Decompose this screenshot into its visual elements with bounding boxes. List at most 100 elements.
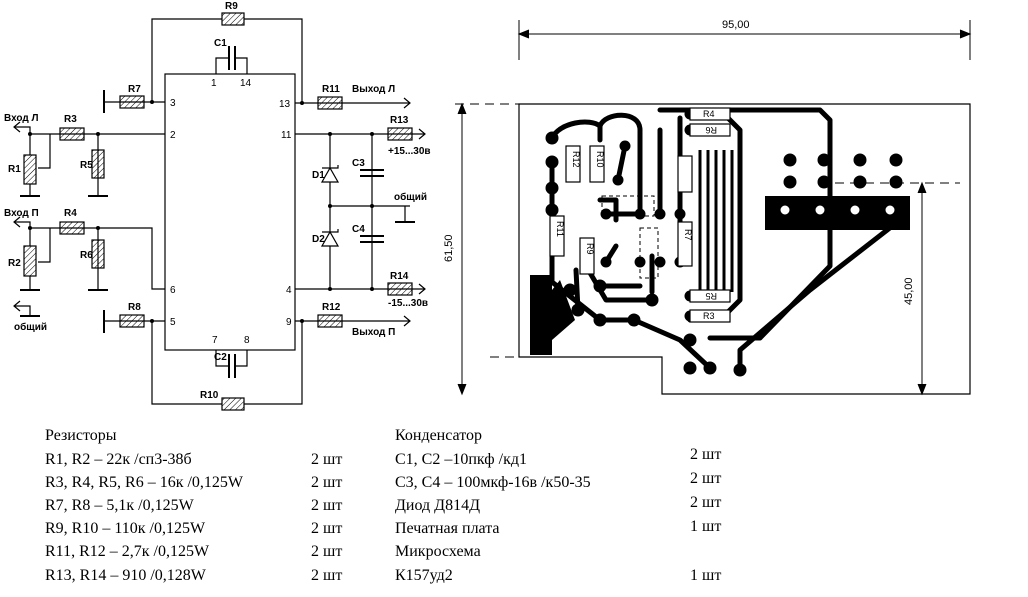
label-r14: R14: [390, 271, 409, 282]
wire-r9-right: [244, 18, 303, 103]
pcb-r3: [689, 309, 731, 323]
ic-body: [164, 73, 296, 351]
r14-body: [387, 282, 413, 296]
bom-oth-qty-1: 2 шт: [690, 446, 722, 463]
bom-oth-item-2: С3, С4 – 100мкф-16в /к50-35: [395, 474, 591, 491]
bom-oth-qty-3: 2 шт: [690, 494, 722, 511]
wire-c1-right: [235, 57, 248, 74]
r2-body: [23, 245, 37, 277]
label-common-mid: общий: [394, 191, 427, 203]
pin-14: 14: [240, 78, 252, 89]
trace-top-loop: [549, 119, 603, 143]
wire-c2-right: [235, 350, 248, 367]
wire-c1-left: [215, 57, 229, 74]
dim-height-label: 61,50: [443, 234, 455, 262]
label-d1: D1: [312, 170, 325, 181]
label-c2: C2: [214, 352, 227, 363]
pcb-label-r12: R12: [571, 151, 581, 168]
d2-bar: [322, 229, 339, 233]
wire-c2-left: [215, 350, 229, 367]
label-common-left: общий: [14, 321, 47, 333]
pcb-label-r6: R6: [705, 125, 717, 135]
dim-inner-label: 45,00: [903, 277, 915, 305]
bom-res-qty-2: 2 шт: [311, 474, 343, 491]
bom-res-qty-5: 2 шт: [311, 543, 343, 560]
pcb-label-r9: R9: [585, 243, 595, 255]
r4-body: [59, 221, 85, 235]
pcb-r5: [689, 289, 731, 303]
bom-res-qty-1: 2 шт: [311, 451, 343, 468]
r8-body: [119, 314, 145, 328]
d1-bar: [322, 165, 339, 169]
arrow-out-left: [403, 97, 411, 109]
wire-in-left: [14, 126, 31, 134]
label-in-right: Вход П: [4, 208, 39, 219]
arrow-minus: [418, 283, 426, 295]
label-out-right: Выход П: [352, 327, 395, 338]
wire-r1-wiper: [38, 134, 51, 169]
pin-1: 1: [211, 78, 217, 89]
r7-body: [119, 95, 145, 109]
pcb-r6: [689, 123, 731, 137]
label-r3: R3: [64, 114, 77, 125]
pin-8: 8: [244, 335, 250, 346]
wire-r2-wiper: [38, 228, 51, 263]
pin-13: 13: [279, 99, 291, 110]
pcb-r11: [549, 215, 565, 257]
bom-oth-qty-4: 1 шт: [690, 518, 722, 535]
r10-body: [221, 397, 245, 411]
arrow-plus: [418, 128, 426, 140]
pin-2: 2: [170, 130, 176, 141]
pin-4: 4: [286, 285, 292, 296]
wire-r9-loop: [151, 18, 222, 103]
bom-res-item-3: R7, R8 – 5,1к /0,125W: [45, 497, 194, 514]
bom-oth-item-6: К157уд2: [395, 567, 453, 584]
pcb-r12: [565, 145, 581, 183]
r6-body: [91, 239, 105, 269]
arrow-common-left: [13, 300, 21, 312]
pcb-r4: [689, 107, 731, 121]
pin-7: 7: [212, 335, 218, 346]
label-r9: R9: [225, 1, 238, 12]
label-r11: R11: [322, 84, 340, 95]
d1-body: [320, 166, 340, 183]
pcb-r10: [589, 145, 605, 183]
label-r2: R2: [8, 258, 21, 269]
dim-width-label: 95,00: [722, 19, 750, 31]
bom-res-item-6: R13, R14 – 910 /0,128W: [45, 567, 206, 584]
r11-body: [317, 96, 343, 110]
r5-body: [91, 149, 105, 179]
bom-res-qty-6: 2 шт: [311, 567, 343, 584]
pcb-label-r7: R7: [683, 229, 693, 241]
label-c1: C1: [214, 38, 227, 49]
pcb-label-r11: R11: [555, 221, 565, 237]
pcb-outline: [518, 103, 971, 395]
r12-body: [317, 314, 343, 328]
pcb-label-r3: R3: [703, 311, 715, 321]
label-r13: R13: [390, 115, 409, 126]
pin-3: 3: [170, 98, 176, 109]
label-r8: R8: [128, 302, 141, 313]
label-d2: D2: [312, 234, 325, 245]
label-plus-supply: +15...30в: [388, 146, 431, 157]
label-c3: C3: [352, 158, 365, 169]
label-in-left: Вход Л: [4, 113, 39, 124]
d2-body: [320, 230, 340, 247]
label-r6: R6: [80, 250, 93, 261]
pcb-label-r10: R10: [595, 151, 605, 168]
label-r4: R4: [64, 208, 77, 219]
bom-resistors-title: Резисторы: [45, 427, 117, 444]
bom-res-item-2: R3, R4, R5, R6 – 16к /0,125W: [45, 474, 244, 491]
label-out-left: Выход Л: [352, 84, 395, 95]
r1-body: [23, 154, 37, 185]
wire-r10-right: [244, 321, 303, 405]
bom-oth-item-1: С1, С2 –10пкф /кд1: [395, 451, 528, 468]
pcb-r-mid: [677, 155, 693, 193]
arrow-in-right: [13, 216, 21, 228]
label-r12: R12: [322, 302, 341, 313]
wire-common-left: [14, 305, 31, 316]
arrow-out-right: [403, 315, 411, 327]
arrow-in-left: [13, 121, 21, 133]
bom-oth-qty-2: 2 шт: [690, 470, 722, 487]
